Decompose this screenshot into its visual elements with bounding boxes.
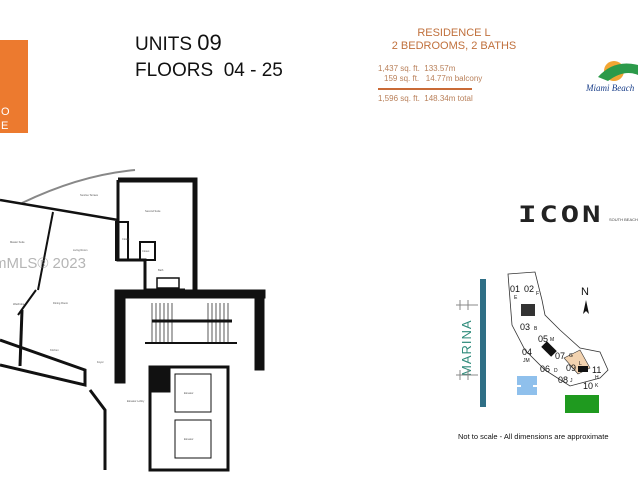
stairs — [145, 303, 237, 344]
unit-letter: L — [579, 361, 582, 367]
terrace-wall — [0, 198, 119, 222]
dock-icon — [456, 300, 478, 310]
total-area: 1,596 sq. ft. 148.34m total — [378, 94, 473, 103]
unit-label: 10 — [583, 381, 593, 391]
dock-icon — [456, 370, 478, 380]
room-label: Elevator Lobby — [127, 399, 145, 403]
units-value: 09 — [197, 30, 222, 55]
interior-area: 1,437 sq. ft. 133.57m — [378, 64, 456, 73]
residence-title: RESIDENCE L — [417, 27, 491, 39]
room-label: Dining Room — [53, 301, 68, 305]
room-label: Closet — [142, 249, 150, 253]
room-label: Living Room — [73, 248, 87, 252]
floors-value: 04 - 25 — [223, 60, 283, 81]
balcony-curve — [21, 169, 136, 204]
unit-letter: JM — [523, 358, 530, 364]
logo-text: Miami Beach — [585, 83, 635, 93]
unit-label: 08 — [558, 375, 568, 385]
stair-core-left — [114, 289, 126, 384]
elevator-car — [174, 373, 212, 413]
unit-label: 07 — [555, 351, 565, 361]
orange-tab: O E — [0, 40, 28, 133]
elevator-shaft — [148, 365, 230, 472]
closet — [139, 241, 156, 261]
unit-letter: H — [595, 375, 599, 381]
miami-beach-logo: Miami Beach — [585, 61, 638, 93]
lobby-wall — [88, 389, 107, 470]
residence-subtitle: 2 BEDROOMS, 2 BATHS — [391, 40, 517, 52]
stair-core-top — [114, 289, 266, 299]
floors-heading: FLOORS 04 - 25 — [135, 60, 283, 82]
closet — [115, 221, 129, 261]
icon-brand: ICON — [518, 203, 604, 228]
unit-label: 11 — [592, 365, 601, 375]
master-wall — [37, 211, 54, 291]
second-suite-wall-right — [118, 177, 198, 290]
unit-label: 03 — [520, 322, 530, 332]
unit-letter: D — [554, 368, 558, 374]
orange-tab-line: E — [1, 120, 9, 132]
stair-core-right — [254, 289, 265, 371]
unit-letter: G — [569, 353, 573, 359]
room-label: Kitchen — [50, 348, 59, 352]
marina-bar — [480, 279, 486, 407]
unit-letter: J — [570, 378, 573, 384]
watermark: mMLS® 2023 — [0, 255, 86, 272]
unit-letter: E — [514, 295, 518, 301]
kitchen-wall — [0, 338, 87, 387]
unit-label: 04 — [522, 347, 532, 357]
unit-letter: F — [536, 291, 539, 297]
room-label: Master Suite — [10, 240, 25, 244]
room-label: Closet — [122, 237, 130, 241]
marina-label: MARINA — [459, 319, 474, 376]
units-heading: UNITS 09 — [135, 30, 222, 56]
unit-letter: B — [534, 326, 538, 332]
room-label: Foyer — [97, 360, 104, 364]
room-label: Bath — [158, 268, 164, 272]
room-label: Wardrobe — [13, 302, 25, 306]
pool — [517, 376, 537, 395]
room-label: Sunrise Terrace — [80, 193, 99, 197]
room-label: Elevator — [184, 437, 194, 441]
orange-tab-line: O — [1, 106, 10, 118]
floors-label: FLOORS — [135, 60, 214, 81]
floor-plan: Sunrise Terrace Second Suite Master Suit… — [0, 169, 266, 472]
unit-letter: M — [550, 337, 554, 343]
unit-letter: K — [595, 383, 599, 389]
balcony-area: 159 sq. ft. 14.77m balcony — [384, 74, 483, 83]
unit-label: 09 — [566, 363, 576, 373]
unit-label: 02 — [524, 284, 534, 294]
units-label: UNITS — [135, 34, 192, 55]
site-map: MARINA 01 02 03 04 05 06 07 08 09 10 11 … — [456, 271, 609, 413]
north-arrow-icon — [583, 300, 589, 314]
room-label: Elevator — [184, 391, 194, 395]
elevator-car — [174, 419, 212, 459]
north-label: N — [581, 286, 589, 298]
tennis-court — [565, 395, 599, 413]
icon-brand-sub: SOUTH BEACH — [609, 217, 638, 222]
unit-label: 01 — [510, 284, 520, 294]
bathtub — [156, 277, 180, 289]
unit-label: 05 — [538, 334, 548, 344]
scale-note: Not to scale - All dimensions are approx… — [458, 432, 609, 441]
divider — [378, 88, 472, 90]
unit-label: 06 — [540, 364, 550, 374]
room-label: Second Suite — [145, 209, 161, 213]
